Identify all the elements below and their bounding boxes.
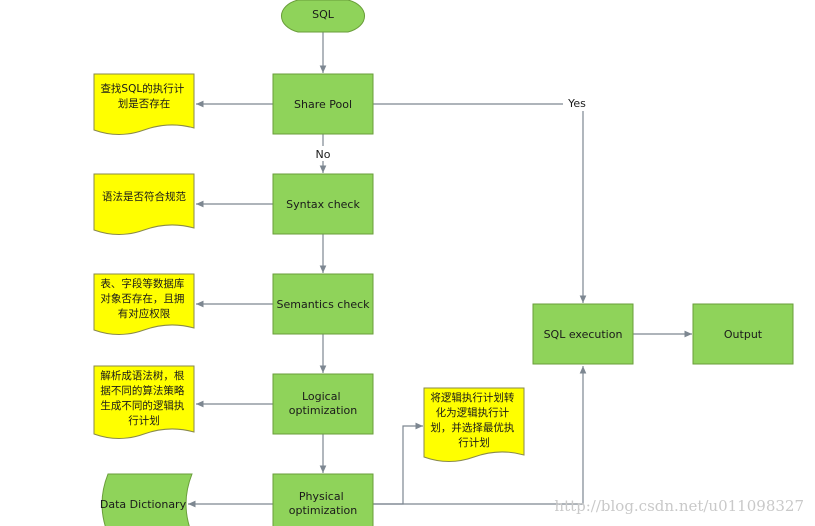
node-logical-line-2: optimization [289,404,357,417]
node-data-dictionary-label: Data Dictionary [100,498,187,511]
note-semantics: 表、字段等数据库 对象否存在，且拥 有对应权限 [93,273,195,335]
note-share-pool: 查找SQL的执行计 划是否存在 [93,73,195,135]
node-logical-optimization-label: Logical optimization [289,390,357,417]
note-syntax-line-1: 语法是否符合规范 [102,190,186,203]
node-output-label: Output [724,328,763,341]
edge-physical-to-execution [373,366,587,505]
edge-label-yes: Yes [567,97,586,110]
note-syntax: 语法是否符合规范 [93,173,195,235]
edge-labels: Yes No [311,96,591,161]
note-semantics-line-3: 有对应权限 [118,307,171,320]
svg-text:查找SQL的执行计 划是否存在: 查找SQL的执行计 划是否存在 [100,82,187,110]
note-physical-line-1: 将逻辑执行计划转 [430,391,514,404]
connectors [188,32,692,508]
svg-text:解析成语法树，根 据不同的算法策略: 解析成语法树，根 据不同的算法策略 生成不同的逻辑执 行计划 [100,369,187,427]
node-share-pool-label: Share Pool [294,98,352,111]
node-semantics-check: Semantics check [272,273,374,335]
node-physical-line-2: optimization [289,504,357,517]
note-semantics-line-2: 对象否存在，且拥 [100,292,184,305]
node-syntax-check: Syntax check [272,173,374,235]
node-sql-execution-label: SQL execution [544,328,623,341]
note-physical: 将逻辑执行计划转 化为逻辑执行计 划，并选择最优执 行计划 [423,387,525,462]
svg-text:表、字段等数据库 对象否存在，且拥: 表、字段等数据库 对象否存在，且拥 有对应权限 [100,277,187,320]
note-logical-line-1: 解析成语法树，根 [100,369,184,382]
node-output: Output [692,303,794,365]
node-semantics-check-label: Semantics check [276,298,370,311]
node-data-dictionary: Data Dictionary [100,473,193,526]
edge-physical-to-note [373,422,423,505]
note-logical-line-3: 生成不同的逻辑执 [100,399,184,412]
note-semantics-line-1: 表、字段等数据库 [100,277,184,290]
node-physical-optimization: Physical optimization [272,473,374,526]
note-physical-line-3: 划，并选择最优执 [430,421,514,434]
node-share-pool: Share Pool [272,73,374,135]
edge-label-no: No [316,148,331,161]
note-physical-line-2: 化为逻辑执行计 [436,406,510,419]
note-share-pool-line-2: 划是否存在 [118,97,171,110]
note-logical: 解析成语法树，根 据不同的算法策略 生成不同的逻辑执 行计划 [93,365,195,439]
node-physical-optimization-label: Physical optimization [289,490,357,517]
node-physical-line-1: Physical [299,490,344,503]
svg-text:语法是否符合规范: 语法是否符合规范 [102,190,186,203]
node-sql: SQL [281,0,365,33]
note-logical-line-2: 据不同的算法策略 [100,384,184,397]
svg-text:将逻辑执行计划转 化为逻辑执行计 划: 将逻辑执行计划转 化为逻辑执行计 划，并选择最优执 行计划 [430,391,517,449]
node-logical-line-1: Logical [302,390,341,403]
note-physical-line-4: 行计划 [458,436,490,449]
note-share-pool-line-1: 查找SQL的执行计 [100,82,184,95]
node-sql-label: SQL [312,8,335,21]
node-logical-optimization: Logical optimization [272,373,374,435]
node-syntax-check-label: Syntax check [286,198,360,211]
node-sql-execution: SQL execution [532,303,634,365]
edge-share-pool-yes-to-execution [373,103,587,303]
watermark: http://blog.csdn.net/u011098327 [554,497,804,515]
note-logical-line-4: 行计划 [128,414,160,427]
